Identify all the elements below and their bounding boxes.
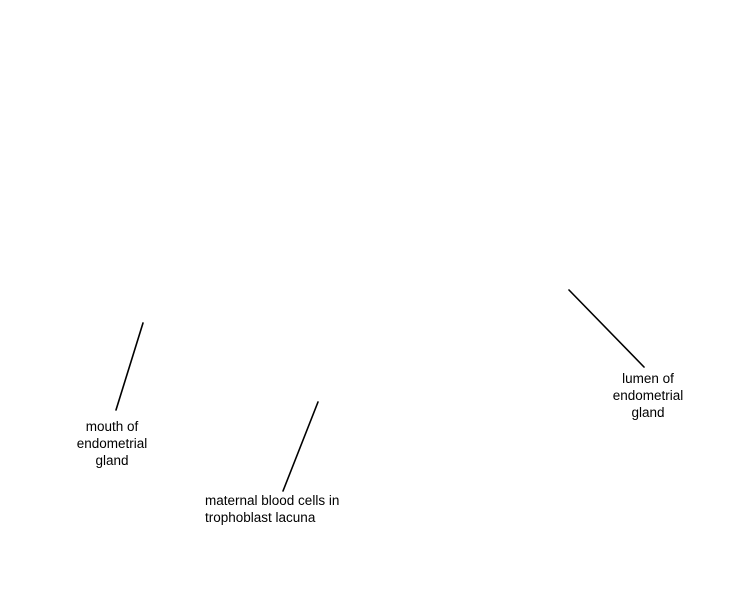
leader-line-lumen-gland <box>568 289 645 368</box>
label-maternal-blood-cells: maternal blood cells in trophoblast lacu… <box>205 493 340 525</box>
leader-line-mouth-gland <box>115 322 144 411</box>
label-lumen-of-endometrial-gland: lumen of endometrial gland <box>612 371 684 420</box>
leader-line-blood-cells <box>282 401 319 492</box>
label-mouth-of-endometrial-gland: mouth of endometrial gland <box>76 419 148 468</box>
